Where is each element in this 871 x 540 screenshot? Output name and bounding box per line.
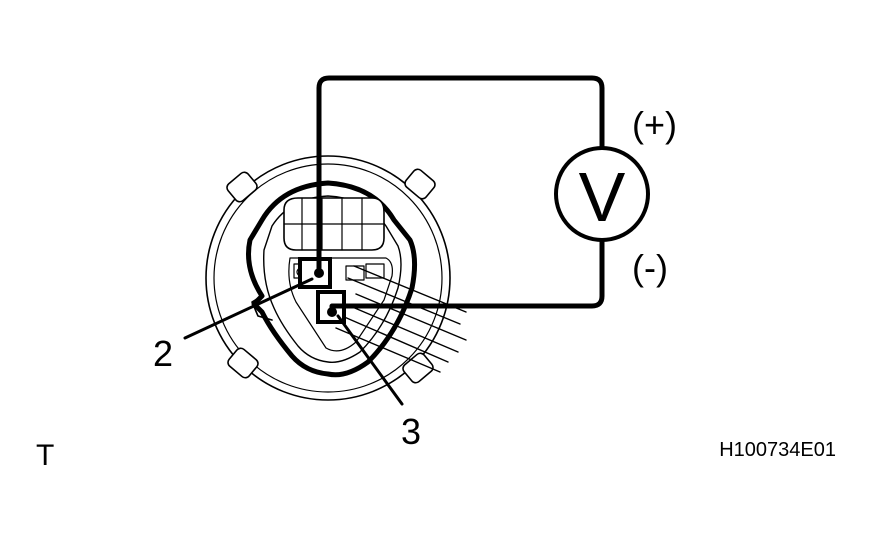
voltmeter: V: [554, 146, 650, 242]
probe-wire: [347, 277, 461, 325]
connector-outer-ring: [205, 155, 451, 401]
terminal-3-label: 3: [401, 411, 421, 452]
figure-code: H100734E01: [719, 439, 836, 461]
meter-leads: [316, 75, 605, 315]
terminal-cavity-lower: [288, 257, 393, 352]
probe-wire: [355, 293, 467, 341]
terminal-leaders: [183, 277, 404, 406]
connector-lug: [404, 168, 436, 200]
corner-mark: T: [36, 439, 54, 472]
connector-lug: [226, 171, 258, 203]
connector-assembly: [205, 155, 467, 401]
voltmeter-symbol: V: [579, 158, 626, 236]
negative-lead: [329, 235, 605, 315]
positive-lead: [316, 75, 605, 276]
voltmeter-body: [554, 146, 650, 242]
connector-lug: [227, 347, 259, 379]
terminal-2-label: 2: [153, 333, 173, 374]
terminal-2-leader: [183, 277, 314, 340]
negative-polarity-label: (-): [632, 247, 668, 288]
probe-wire: [341, 315, 449, 363]
connector-inner-ring: [213, 163, 443, 393]
connector-latch: [251, 295, 273, 321]
probe-wire: [349, 305, 459, 353]
terminal-3-leader: [336, 314, 404, 406]
positive-polarity-label: (+): [632, 104, 677, 145]
